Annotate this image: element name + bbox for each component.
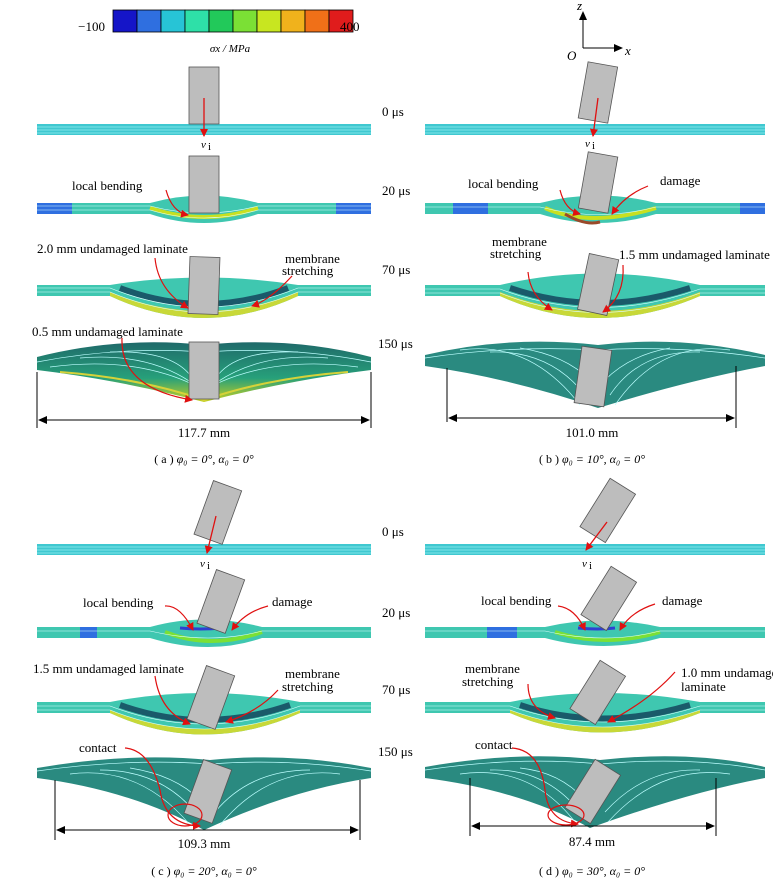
annotation-membrane: membrane: [492, 234, 547, 249]
colorbar-swatches: [112, 9, 354, 33]
coordinate-axes: z x O: [567, 0, 631, 63]
annotation-undamaged-1mm: 1.0 mm undamaged: [681, 665, 773, 680]
annotation-membrane: membrane: [285, 666, 340, 681]
annotation-damage: damage: [660, 173, 701, 188]
colorbar-swatch: [232, 9, 258, 33]
panel-d: v i local bending damage membrane stre: [424, 477, 773, 878]
dimension-label: 101.0 mm: [566, 425, 619, 440]
velocity-label: v: [200, 558, 205, 570]
frame-0us: v i: [425, 477, 765, 572]
dimension-label: 109.3 mm: [178, 836, 231, 851]
frame-20us: local bending damage: [425, 151, 765, 225]
frame-20us: local bending damage: [37, 569, 371, 647]
panel-caption: ( a ) φ₀ = 0°, α₀ = 0°: [154, 452, 254, 466]
annotation-undamaged-0-5mm: 0.5 mm undamaged laminate: [32, 324, 183, 339]
frame-0us: v i: [425, 61, 765, 152]
dimension-label: 117.7 mm: [178, 425, 230, 440]
time-label-20: 20 μs: [382, 183, 410, 198]
svg-text:i: i: [207, 560, 210, 572]
annotation-damage: damage: [272, 594, 313, 609]
time-label-70: 70 μs: [382, 262, 410, 277]
annotation-stretching: stretching: [282, 263, 334, 278]
frame-70us: 1.5 mm undamaged laminate membrane stret…: [33, 661, 371, 735]
axis-origin-label: O: [567, 48, 577, 63]
time-label-150: 150 μs: [378, 336, 413, 351]
svg-text:i: i: [592, 140, 595, 152]
dimension-label: 87.4 mm: [569, 834, 615, 849]
frame-150us: 101.0 mm: [424, 341, 766, 440]
velocity-label: v: [582, 558, 587, 570]
annotation-damage: damage: [662, 593, 703, 608]
colorbar-swatch: [184, 9, 210, 33]
colorbar-swatch: [304, 9, 330, 33]
svg-text:i: i: [589, 560, 592, 572]
annotation-undamaged-1-5mm: 1.5 mm undamaged laminate: [33, 661, 184, 676]
annotation-membrane: membrane: [465, 661, 520, 676]
velocity-label: v: [201, 139, 206, 151]
time-label-0: 0 μs: [382, 104, 404, 119]
frame-70us: membrane stretching 1.0 mm undamaged lam…: [425, 659, 773, 733]
frame-0us: v i: [37, 480, 371, 572]
annotation-contact: contact: [475, 737, 513, 752]
annotation-undamaged-1-5mm: 1.5 mm undamaged laminate: [619, 247, 770, 262]
time-labels-bottom: 0 μs 20 μs 70 μs 150 μs: [378, 524, 413, 759]
colorbar-min-label: −100: [78, 19, 105, 34]
frame-20us: local bending damage: [425, 565, 765, 646]
panel-caption: ( d ) φ₀ = 30°, α₀ = 0°: [539, 864, 645, 878]
colorbar-swatch: [160, 9, 186, 33]
frame-70us: membrane stretching 1.5 mm undamaged lam…: [425, 234, 770, 318]
annotation-contact: contact: [79, 740, 117, 755]
time-label-20: 20 μs: [382, 605, 410, 620]
colorbar-swatch: [328, 9, 354, 33]
frame-150us: contact 87.4 mm: [424, 737, 766, 849]
time-label-70: 70 μs: [382, 682, 410, 697]
annotation-membrane: membrane: [285, 251, 340, 266]
annotation-laminate: laminate: [681, 679, 726, 694]
axis-x-label: x: [624, 43, 631, 58]
annotation-local-bending: local bending: [83, 595, 154, 610]
annotation-local-bending: local bending: [72, 178, 143, 193]
annotation-local-bending: local bending: [468, 176, 539, 191]
annotation-stretching: stretching: [282, 679, 334, 694]
panel-caption: ( b ) φ₀ = 10°, α₀ = 0°: [539, 452, 645, 466]
frame-150us: contact 109.3 mm: [36, 740, 372, 851]
frame-20us: local bending: [37, 155, 371, 223]
panel-caption: ( c ) φ₀ = 20°, α₀ = 0°: [151, 864, 257, 878]
velocity-label: v: [585, 138, 590, 150]
axis-z-label: z: [576, 0, 582, 13]
time-label-150: 150 μs: [378, 744, 413, 759]
colorbar-swatch: [208, 9, 234, 33]
panel-c: v i local bending damage 1.5 mm undamage…: [33, 480, 372, 878]
svg-text:i: i: [208, 141, 211, 153]
annotation-local-bending: local bending: [481, 593, 552, 608]
time-labels-top: 0 μs 20 μs 70 μs 150 μs: [378, 104, 413, 351]
colorbar-swatch: [280, 9, 306, 33]
annotation-stretching: stretching: [462, 674, 514, 689]
frame-150us: 0.5 mm undamaged laminate 117.7 mm: [32, 324, 372, 440]
frame-0us: v i: [37, 66, 371, 153]
colorbar-swatch: [112, 9, 138, 33]
annotation-stretching: stretching: [490, 246, 542, 261]
panel-b: v i local bending damage membrane: [424, 61, 770, 466]
time-label-0: 0 μs: [382, 524, 404, 539]
colorbar-max-label: 400: [340, 19, 360, 34]
colorbar-swatch: [256, 9, 282, 33]
frame-70us: 2.0 mm undamaged laminate membrane stret…: [37, 241, 371, 318]
annotation-undamaged-2mm: 2.0 mm undamaged laminate: [37, 241, 188, 256]
panel-a: v i local bending 2.0 mm undamaged lamin: [32, 66, 372, 466]
colorbar: −100 400 σx / MPa: [78, 9, 360, 55]
colorbar-title: σx / MPa: [210, 43, 251, 55]
colorbar-swatch: [136, 9, 162, 33]
